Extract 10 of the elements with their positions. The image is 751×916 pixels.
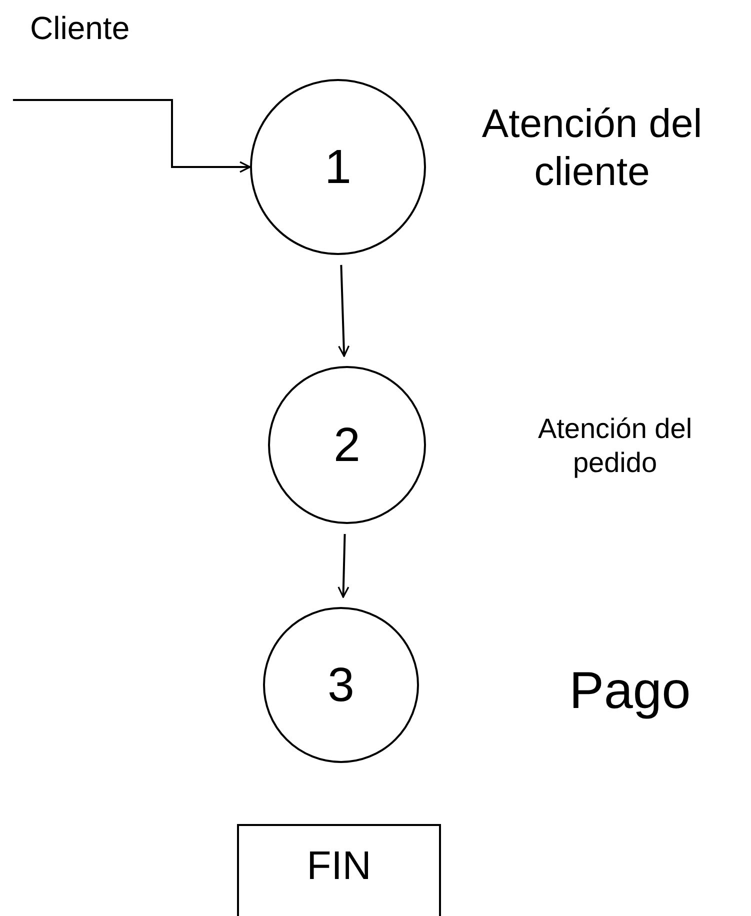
terminal-box: FIN [237, 824, 441, 916]
process-caption: Atención del pedido [536, 412, 694, 480]
process-circle: 1 [250, 79, 426, 255]
process-circle: 2 [268, 366, 426, 524]
arrow [13, 99, 251, 173]
process-circle: 3 [263, 607, 419, 763]
process-caption: Atención del cliente [480, 101, 704, 196]
arrow [338, 264, 350, 357]
arrow [338, 534, 350, 598]
process-caption: Pago [568, 661, 692, 722]
